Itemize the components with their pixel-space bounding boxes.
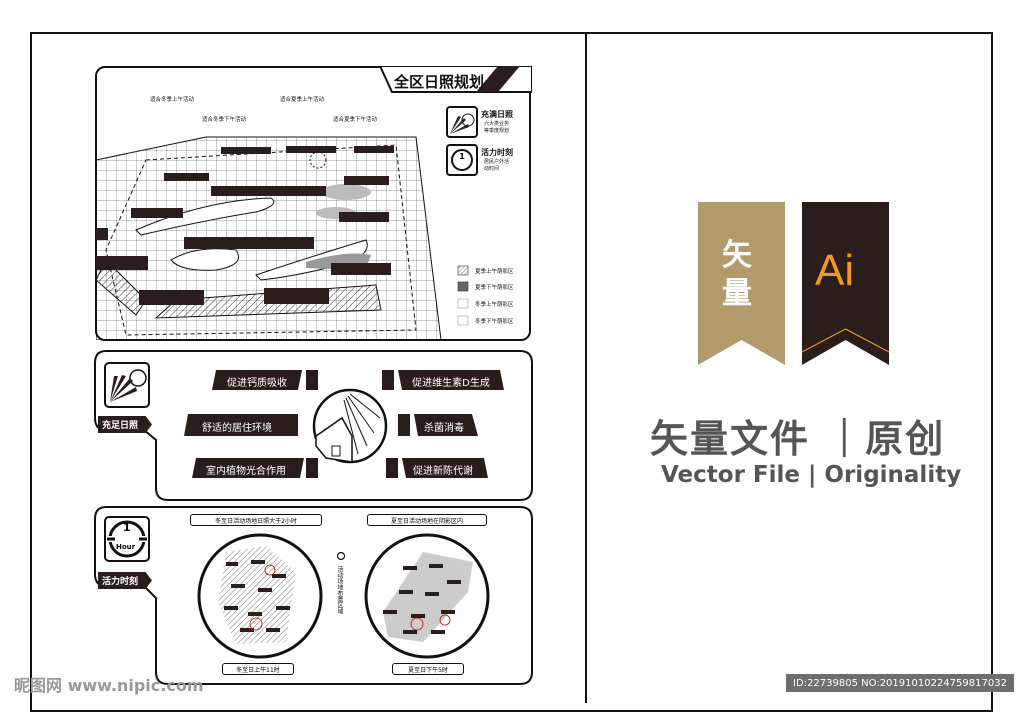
benefit-sterilize: 杀菌消毒 (424, 423, 464, 434)
vitality-tag: 活力时刻 (98, 572, 153, 589)
icon2-title: 活力时刻 (481, 148, 513, 157)
winter-plan-circle (197, 533, 323, 659)
legend-1: 夏季上午荫影区 (475, 269, 514, 275)
caption-winter-11am: 冬至日上午11时 (222, 663, 294, 675)
legend-3: 冬季上午荫影区 (475, 302, 514, 308)
hour-clock-icon (104, 516, 150, 562)
icon2-sub1: 居民户外活 (484, 159, 510, 165)
ai-ribbon (802, 202, 889, 365)
hour-number: 1 (123, 521, 131, 534)
subheadline: Vector File | Originality (661, 462, 962, 488)
ribbon-char-1: 矢 (722, 238, 752, 273)
center-divider (585, 32, 587, 703)
icon1-title: 充满日照 (481, 110, 513, 119)
caption-summer-shadow: 夏至日活动场地在阴影区内 (367, 514, 487, 526)
sunshine-tag: 充足日照 (98, 416, 153, 433)
summer-plan-circle (364, 533, 490, 659)
activity-area-vertical: 活动场地布置区域 (336, 566, 343, 614)
benefit-vitd: 促进维生素D生成 (412, 378, 490, 389)
icon1-sub1: 六大类业务 (484, 121, 510, 127)
benefit-photosynthesis: 室内植物光合作用 (206, 466, 286, 477)
marker-dot-icon (336, 551, 346, 561)
legend-4: 冬季下午荫影区 (475, 319, 514, 325)
ribbon-char-2: 量 (722, 276, 752, 311)
panel1-title: 全区日照规划 (394, 73, 485, 91)
ai-logo-text: Ai (815, 246, 855, 295)
callout-1: 适合冬季上午活动 (150, 97, 195, 103)
vector-ribbon (698, 202, 785, 365)
title-tab-shape (380, 66, 532, 93)
caption-summer-5pm: 夏至日下午5时 (392, 663, 464, 675)
caption-winter-2h: 冬至日活动场地日照大于2小时 (190, 514, 322, 526)
hour-label: Hour (116, 543, 136, 551)
svg-text:1: 1 (459, 152, 465, 161)
legend-swatches (457, 265, 469, 326)
site-plan-grid (96, 136, 442, 340)
callout-3: 适合夏季上午活动 (280, 97, 325, 103)
clock-icon: 1 (446, 144, 478, 176)
sunshine-icon (104, 362, 150, 408)
benefit-metabolism: 促进新陈代谢 (413, 466, 473, 477)
legend-2: 夏季下午荫影区 (475, 285, 514, 291)
watermark-left: 昵图网 www.nipic.com (14, 676, 204, 695)
sun-icon (446, 106, 478, 138)
benefit-bars (184, 370, 504, 478)
benefit-comfort: 舒适的居住环境 (202, 423, 272, 434)
benefit-calcium: 促进钙质吸收 (227, 378, 287, 389)
callout-2: 适合冬季下午活动 (202, 117, 247, 123)
callout-4: 适合夏季下午活动 (333, 117, 378, 123)
icon2-sub2: 动时间 (484, 166, 500, 172)
icon1-sub2: 等季度规划 (484, 128, 510, 134)
watermark-right: ID:22739805 NO:20191010224759817032 (786, 674, 1014, 692)
headline: 矢量文件 ｜原创 (650, 417, 946, 461)
house-sun-illustration (312, 388, 388, 464)
